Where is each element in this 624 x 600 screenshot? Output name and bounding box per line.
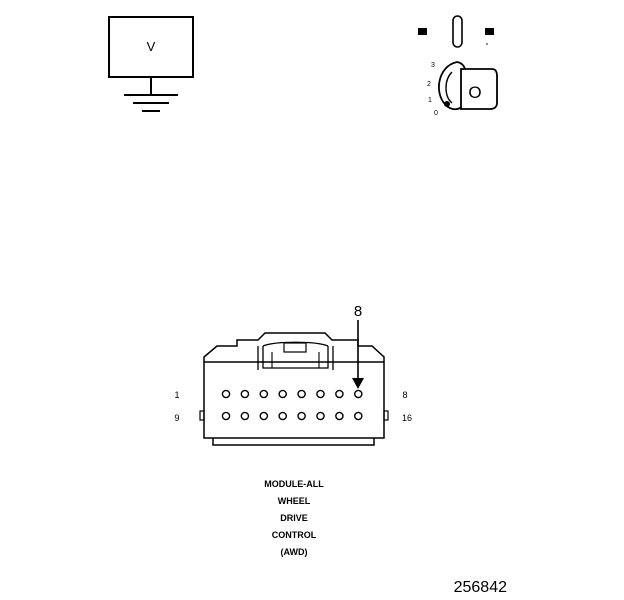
pin-cavity-9 [221, 411, 231, 421]
connector-name-line-5: (AWD) [281, 547, 308, 557]
row2-end-label: 16 [402, 413, 412, 423]
connector-name-line-2: WHEEL [278, 496, 311, 506]
connector-name: MODULE-ALL WHEEL DRIVE CONTROL (AWD) [264, 479, 324, 557]
ground-icon [124, 94, 178, 112]
pin-row-1 [221, 389, 363, 399]
ignition-position-3: 3 [431, 62, 435, 69]
key-letter: O [468, 83, 481, 102]
pin-callout: 8 [352, 303, 364, 389]
pin-cavity-13 [297, 411, 306, 421]
row2-start-label: 9 [174, 413, 179, 423]
ignition-switch-icon: 3 2 1 0 O [418, 15, 498, 117]
connector [199, 332, 389, 446]
pin-row-2 [221, 411, 363, 421]
ignition-position-0: 0 [434, 110, 438, 117]
ignition-position-2: 2 [427, 81, 431, 88]
ignition-position-1: 1 [428, 97, 432, 104]
pin-cavity-11 [259, 411, 269, 421]
pin-cavity-7 [335, 389, 344, 399]
callout-pin-number: 8 [354, 303, 362, 320]
pin-cavity-1 [221, 389, 231, 399]
pin-cavity-16 [353, 411, 363, 421]
pin-cavity-5 [297, 389, 306, 399]
pin-cavity-4 [278, 389, 288, 399]
figure-number: 256842 [454, 579, 507, 596]
terminal-left [418, 28, 427, 35]
pin-cavity-14 [316, 411, 325, 421]
voltmeter-symbol: V [147, 39, 156, 54]
pin-cavity-8 [353, 389, 363, 399]
pin-cavity-3 [259, 389, 269, 399]
pin-cavity-10 [240, 411, 250, 421]
pin-cavity-12 [278, 411, 288, 421]
row1-end-label: 8 [402, 390, 407, 400]
connector-name-line-4: CONTROL [272, 530, 317, 540]
row1-start-label: 1 [174, 390, 179, 400]
terminal-right [485, 28, 494, 35]
pin-cavity-15 [335, 411, 344, 421]
pin-cavity-6 [316, 389, 325, 399]
pin-cavity-2 [240, 389, 250, 399]
connector-name-line-1: MODULE-ALL [264, 479, 324, 489]
key-slot [452, 15, 463, 48]
voltmeter: V [108, 16, 194, 112]
connector-name-line-3: DRIVE [280, 513, 308, 523]
